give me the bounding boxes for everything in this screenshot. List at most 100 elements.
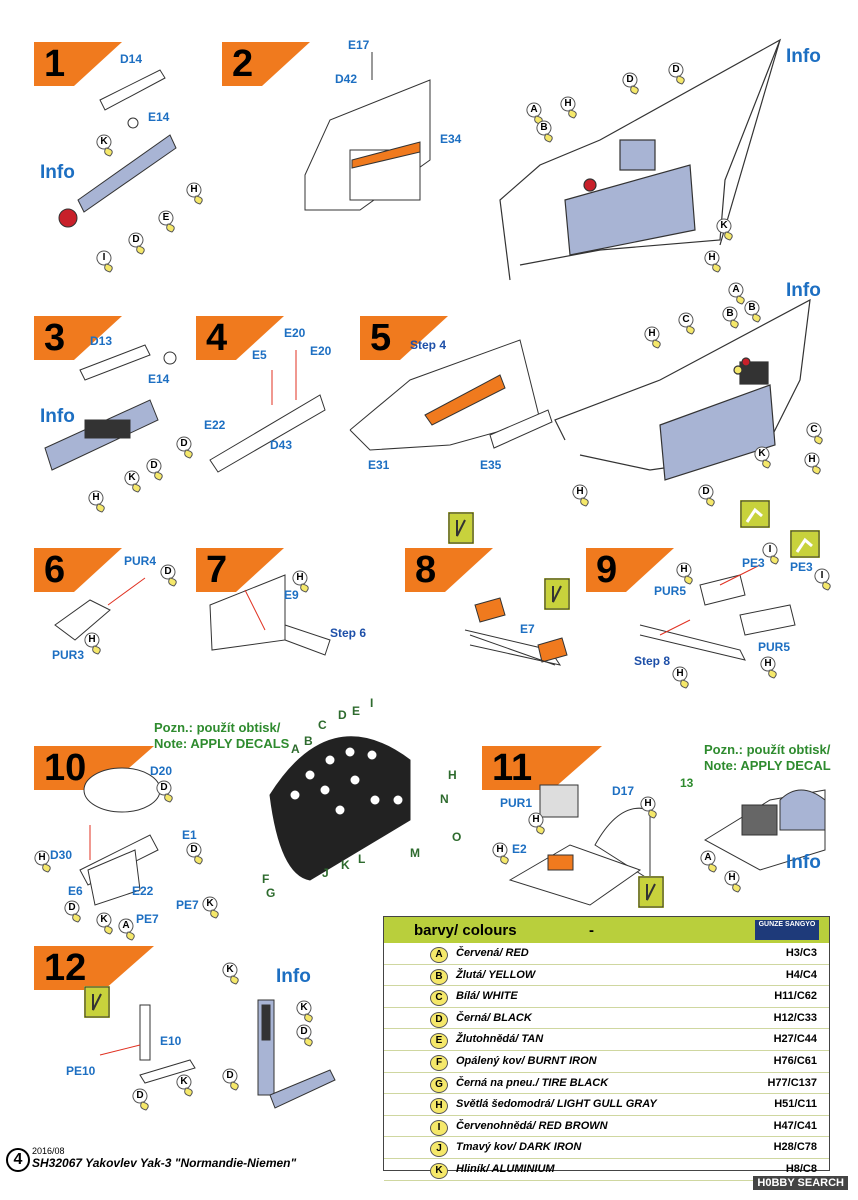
paint-key-badge: J bbox=[430, 1141, 448, 1158]
paint-drop-k: K bbox=[202, 896, 224, 920]
label-e34: E34 bbox=[440, 132, 462, 146]
legend-row: F Opálený kov/ BURNT IRON H76/C61 bbox=[384, 1051, 829, 1073]
paint-drop-k: K bbox=[96, 134, 118, 158]
paint-drop-d: D bbox=[698, 484, 720, 508]
paint-drop-i: I bbox=[762, 542, 784, 566]
paint-drop-h: H bbox=[186, 182, 208, 206]
gauge-letter-c: C bbox=[318, 718, 327, 732]
label-pur5-b: PUR5 bbox=[758, 640, 791, 654]
label-d14: D14 bbox=[120, 52, 143, 66]
label-e14-b: E14 bbox=[148, 372, 170, 386]
label-pur4: PUR4 bbox=[124, 554, 157, 568]
paint-code: H3/C3 bbox=[785, 947, 817, 959]
paint-key-badge: I bbox=[430, 1119, 448, 1136]
gauge-letter-j: J bbox=[322, 866, 329, 880]
label-pe7-b: PE7 bbox=[176, 898, 199, 912]
paint-drop-c: C bbox=[806, 422, 828, 446]
paint-drop-k: K bbox=[296, 1000, 318, 1024]
paint-key-badge: G bbox=[430, 1076, 448, 1093]
gauge-letter-l: L bbox=[358, 852, 366, 866]
paint-drop-b: B bbox=[744, 300, 766, 324]
paint-drop-k: K bbox=[176, 1074, 198, 1098]
paint-key-badge: E bbox=[430, 1033, 448, 1050]
paint-drop-d: D bbox=[132, 1088, 154, 1112]
paint-drop-d: D bbox=[146, 458, 168, 482]
step-badge-11: 11 bbox=[482, 746, 602, 790]
paint-drop-a: A bbox=[728, 282, 750, 306]
gauge-letter-d: D bbox=[338, 708, 347, 722]
step-badge-4: 4 bbox=[196, 316, 284, 360]
paint-name: Červená/ RED bbox=[456, 947, 529, 959]
paint-drop-h: H bbox=[640, 796, 662, 820]
step-badge-5: 5 bbox=[360, 316, 448, 360]
paint-drop-d: D bbox=[622, 72, 644, 96]
paint-drop-d: D bbox=[222, 1068, 244, 1092]
paint-drop-d: D bbox=[64, 900, 86, 924]
paint-drop-k: K bbox=[754, 446, 776, 470]
gauge-letter-e: E bbox=[352, 704, 361, 718]
label-e31: E31 bbox=[368, 458, 390, 472]
step-badge-12: 12 bbox=[34, 946, 154, 990]
paint-drop-h: H bbox=[676, 562, 698, 586]
paint-code: H28/C78 bbox=[773, 1141, 817, 1154]
label-d30: D30 bbox=[50, 848, 73, 862]
label-pur5: PUR5 bbox=[654, 584, 687, 598]
step-badge-8: 8 bbox=[405, 548, 493, 592]
glue-mark bbox=[84, 986, 110, 1018]
legend-header: barvy/ colours - GUNZE SANGYO bbox=[384, 917, 829, 943]
print-date: 2016/08 bbox=[32, 1146, 65, 1156]
paint-code: H47/C41 bbox=[773, 1119, 817, 1132]
paint-code: H76/C61 bbox=[773, 1054, 817, 1067]
label-e35: E35 bbox=[480, 458, 502, 472]
gauge-letter-o: O bbox=[452, 830, 462, 844]
info-label-1: Info bbox=[40, 162, 75, 183]
gauge-letter-g: G bbox=[266, 886, 276, 900]
glue-mark bbox=[448, 512, 474, 544]
paint-code: H12/C33 bbox=[773, 1011, 817, 1024]
label-pe3-b: PE3 bbox=[790, 560, 813, 574]
label-e9: E9 bbox=[284, 588, 299, 602]
paint-name: Černá/ BLACK bbox=[456, 1011, 532, 1024]
paint-drop-d: D bbox=[668, 62, 690, 86]
paint-key-badge: F bbox=[430, 1054, 448, 1071]
paint-name: Tmavý kov/ DARK IRON bbox=[456, 1141, 582, 1154]
paint-name: Žlutohnědá/ TAN bbox=[456, 1033, 544, 1046]
label-d42: D42 bbox=[335, 72, 358, 86]
paint-drop-k: K bbox=[96, 912, 118, 936]
step-badge-9: 9 bbox=[586, 548, 674, 592]
assembly-illustrations bbox=[44, 38, 826, 1109]
paint-drop-b: B bbox=[722, 306, 744, 330]
label-e10: E10 bbox=[160, 1034, 182, 1048]
gauge-letter-f: F bbox=[262, 872, 270, 886]
gunze-sangyo-logo: GUNZE SANGYO bbox=[755, 920, 819, 940]
paint-drop-c: C bbox=[678, 312, 700, 336]
gauge-letter-m: M bbox=[410, 846, 420, 860]
kit-title: SH32067 Yakovlev Yak-3 "Normandie-Niemen… bbox=[32, 1156, 297, 1170]
paint-code: H4/C4 bbox=[785, 968, 817, 981]
label-e22: E22 bbox=[204, 418, 226, 432]
paint-name: Opálený kov/ BURNT IRON bbox=[456, 1054, 597, 1067]
paint-drop-k: K bbox=[716, 218, 738, 242]
label-e20: E20 bbox=[284, 326, 306, 340]
paint-code: H77/C137 bbox=[767, 1076, 817, 1089]
paint-drop-a: A bbox=[700, 850, 722, 874]
paint-drop-h: H bbox=[84, 632, 106, 656]
label-e14: E14 bbox=[148, 110, 170, 124]
paint-drop-h: H bbox=[572, 484, 594, 508]
glue-mark bbox=[638, 876, 664, 908]
paint-code: H8/C8 bbox=[785, 1162, 817, 1175]
paint-drop-h: H bbox=[560, 96, 582, 120]
info-label-2: Info bbox=[786, 46, 821, 67]
paint-drop-h: H bbox=[804, 452, 826, 476]
bend-mark bbox=[740, 500, 770, 528]
paint-drop-d: D bbox=[156, 780, 178, 804]
